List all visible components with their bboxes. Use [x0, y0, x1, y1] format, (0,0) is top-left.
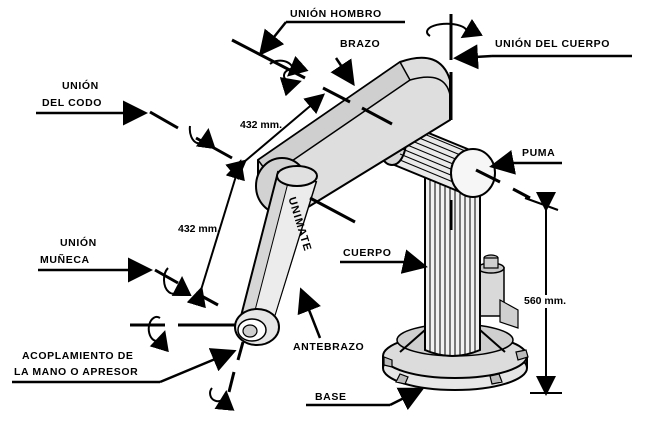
shoulder-joint-label: UNIÓN HOMBRO	[290, 8, 382, 20]
base-label: BASE	[315, 391, 347, 403]
elbow-joint-label-line2: DEL CODO	[42, 97, 103, 109]
body-column	[399, 175, 506, 357]
body-height-dimension: 560 mm.	[522, 295, 569, 308]
forearm-label: ANTEBRAZO	[293, 341, 365, 353]
hand-coupling-label-line1: ACOPLAMIENTO DE	[22, 350, 134, 362]
body-joint-label: UNIÓN DEL CUERPO	[495, 38, 610, 50]
body-label: CUERPO	[343, 247, 392, 259]
rotation-arrows	[147, 18, 483, 411]
arm-label: BRAZO	[340, 38, 381, 50]
arm-length-dimension: 432 mm.	[240, 119, 283, 131]
wrist-hand	[234, 308, 280, 346]
wrist-joint-label-line2: MUÑECA	[40, 254, 90, 266]
elbow-joint-label-line1: UNIÓN	[62, 80, 99, 92]
label-leaders	[12, 20, 632, 411]
wrist-joint-label-line1: UNIÓN	[60, 237, 97, 249]
hand-coupling-label-line2: LA MANO O APRESOR	[14, 366, 139, 378]
puma-label: PUMA	[522, 147, 556, 159]
forearm-length-dimension: 432 mm.	[178, 223, 221, 235]
